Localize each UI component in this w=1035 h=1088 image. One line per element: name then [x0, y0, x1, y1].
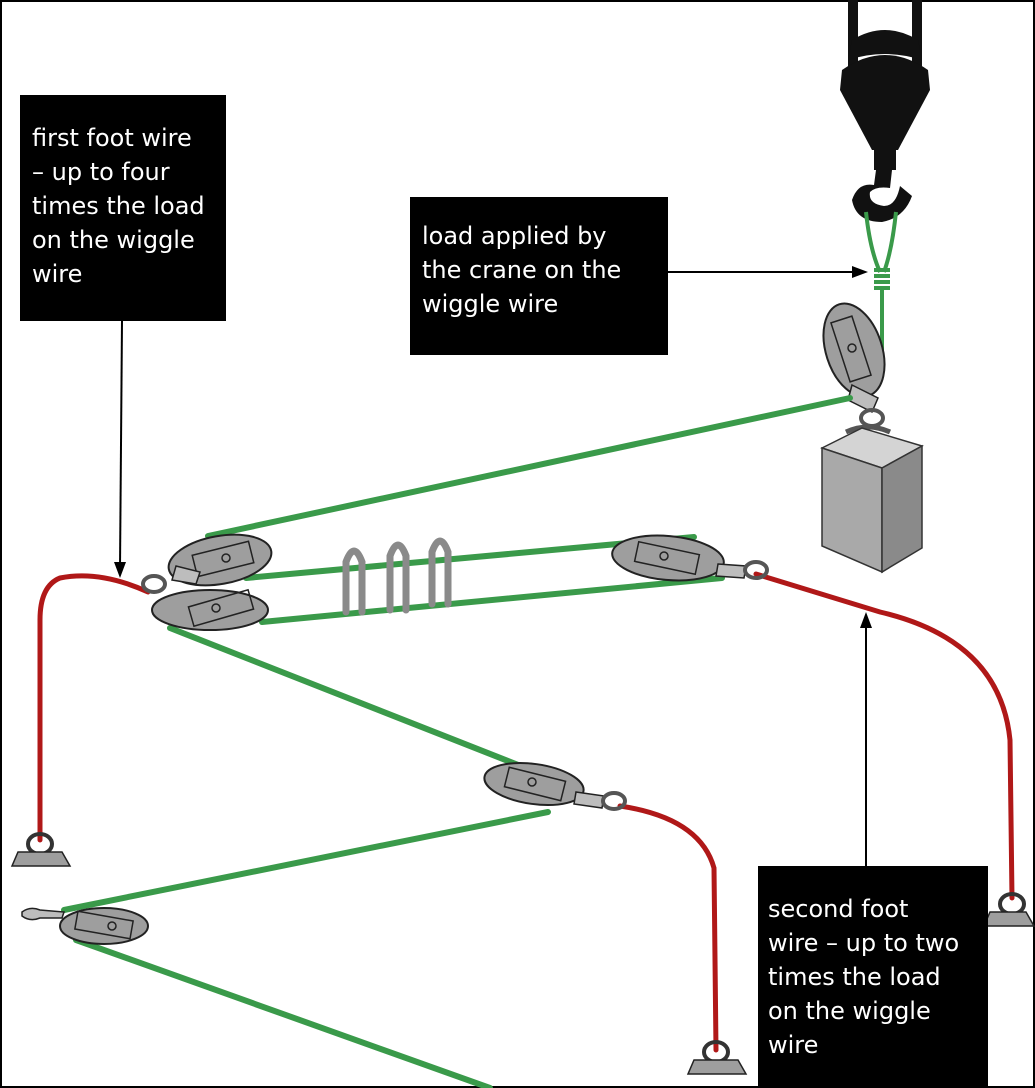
bottom-left-pulley [21, 907, 149, 945]
wiggle-wire [61, 395, 853, 1088]
foot-wire [37, 571, 1015, 1053]
load-weight-block [820, 424, 924, 574]
anchor-left [10, 832, 72, 867]
crane-hook-icon [840, 0, 930, 222]
crane-load-label: load applied by the crane on the wiggle … [410, 197, 668, 355]
anchor-bottom [686, 1040, 748, 1075]
hook-wire-loop [864, 211, 898, 352]
left-pulley-upper [167, 533, 273, 587]
upper-pulley [822, 302, 886, 428]
first-foot-wire-label: first foot wire – up to four times the l… [20, 95, 226, 321]
middle-pulley [483, 762, 627, 811]
right-pulley [611, 534, 769, 582]
anchor-right [982, 892, 1035, 927]
left-pulley-lower [141, 574, 269, 631]
wire-clamps [342, 537, 452, 616]
leader-arrows [114, 266, 872, 866]
second-foot-wire-label: second foot wire – up to two times the l… [758, 866, 988, 1088]
